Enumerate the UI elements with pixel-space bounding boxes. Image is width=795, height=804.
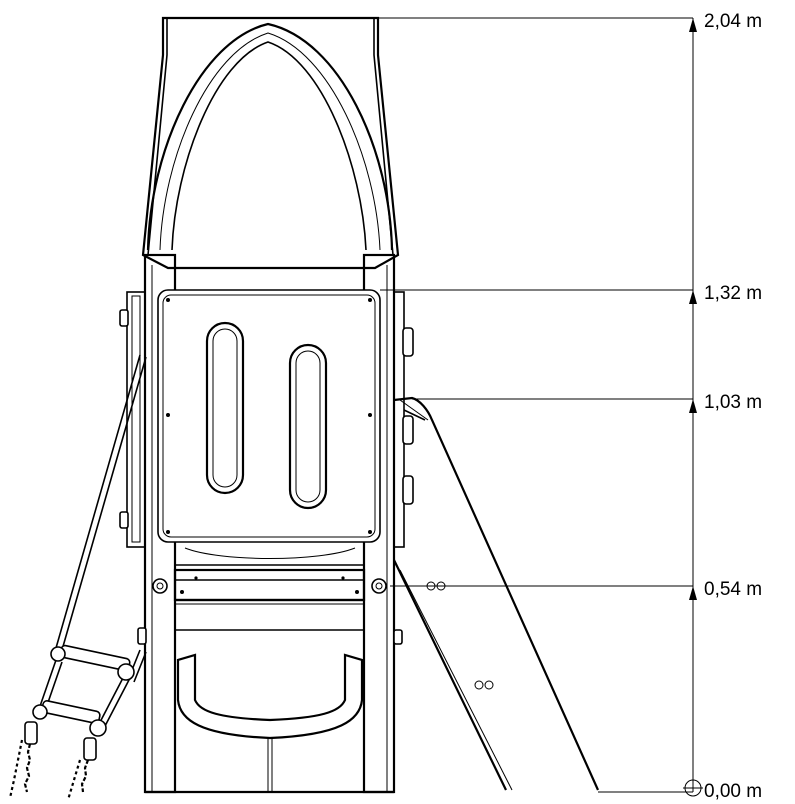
slide	[393, 396, 600, 791]
deck-beam	[152, 545, 387, 605]
dimension-label-1-32: 1,32 m	[704, 283, 762, 304]
arrow-up-icon	[689, 290, 697, 304]
height-dimension-chain: 2,04 m 1,32 m 1,03 m 0,54 m 0,00 m	[378, 11, 762, 802]
dimension-label-0-54: 0,54 m	[704, 579, 762, 600]
rope-ladder	[8, 354, 147, 801]
left-wall-bracket	[119, 291, 147, 645]
side-wall-panel	[157, 289, 381, 543]
right-wall-bracket	[393, 291, 414, 645]
dimension-label-0-00: 0,00 m	[704, 781, 762, 802]
arrow-up-icon	[689, 18, 697, 32]
seat-bucket	[145, 629, 394, 794]
dimension-label-2-04: 2,04 m	[704, 11, 762, 32]
roof-hood	[141, 16, 400, 270]
arrow-up-icon	[689, 399, 697, 413]
datum-origin-icon	[683, 779, 703, 797]
dimension-label-1-03: 1,03 m	[704, 392, 762, 413]
arrow-up-icon	[689, 586, 697, 600]
